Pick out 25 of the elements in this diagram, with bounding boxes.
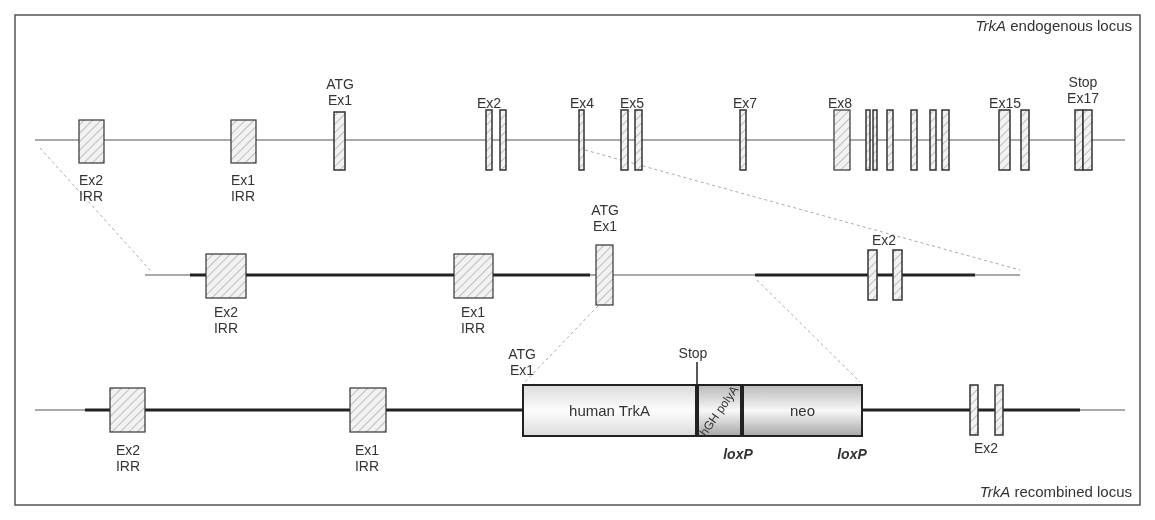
exon-label: Ex2 [476, 95, 502, 111]
exon-label: Ex5 [619, 95, 645, 111]
exon-label: Ex1 IRR [354, 442, 380, 474]
exon-label: Stop [678, 345, 708, 361]
exon-label: Ex2 IRR [115, 442, 141, 474]
exon-label: Ex1 IRR [230, 172, 256, 204]
human-trka-box: human TrkA [522, 384, 697, 437]
exon-label: ATG Ex1 [508, 346, 536, 378]
exon-label: Ex7 [732, 95, 758, 111]
site-label: loxP [837, 446, 867, 462]
exon-label: Ex2 IRR [78, 172, 104, 204]
exon-label: Ex2 IRR [213, 304, 239, 336]
exon-label: Ex2 [871, 232, 897, 248]
exon-label: Ex1 IRR [460, 304, 486, 336]
exon-label: Ex2 [973, 440, 999, 456]
locus-title: TrkA endogenous locus [975, 18, 1132, 34]
exon-label: Ex15 [989, 95, 1021, 111]
site-label: loxP [723, 446, 753, 462]
exon-label: Ex8 [827, 95, 853, 111]
exon-label: ATG Ex1 [591, 202, 619, 234]
exon-label: ATG Ex1 [326, 76, 354, 108]
neo-box: neo [742, 384, 863, 437]
exon-label: Stop Ex17 [1067, 74, 1099, 106]
locus-title: TrkA recombined locus [979, 484, 1132, 500]
exon-label: Ex4 [569, 95, 595, 111]
